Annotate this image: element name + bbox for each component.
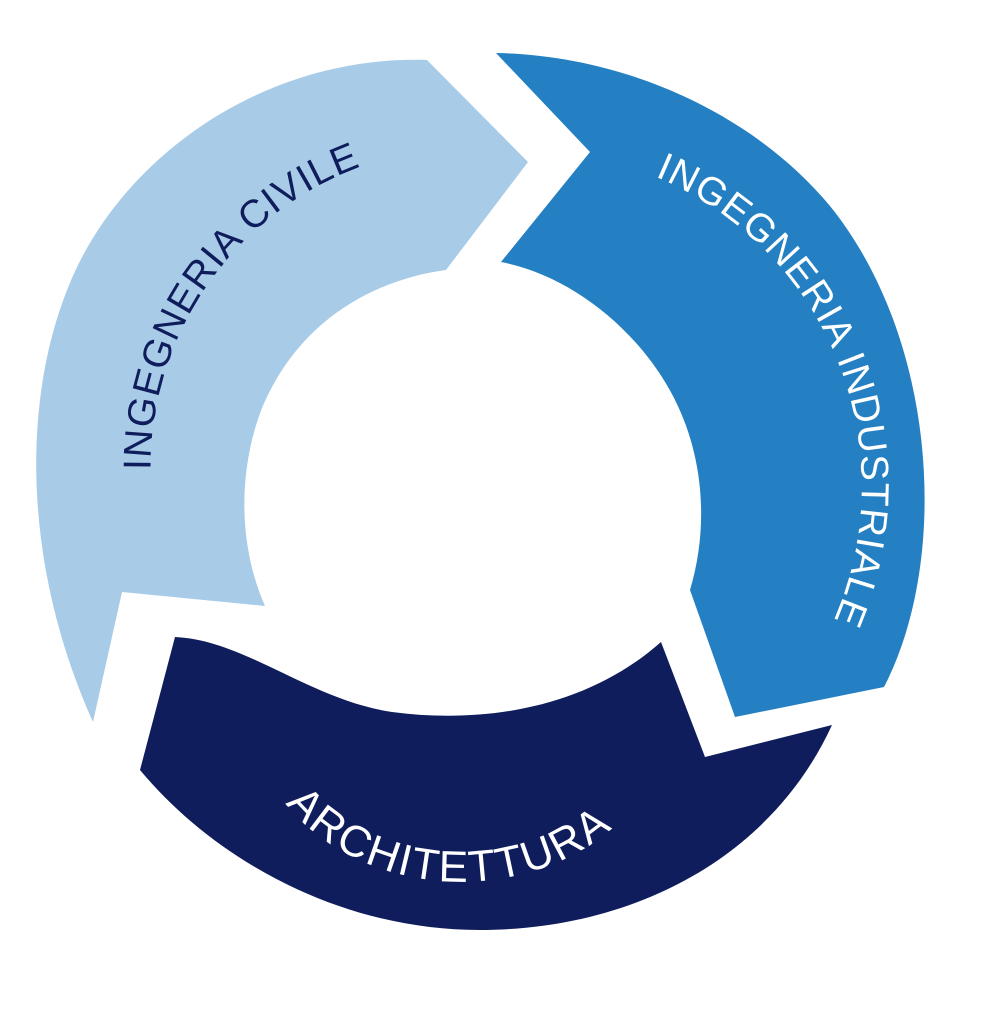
segment-industriale-arrow (496, 53, 925, 717)
segment-architettura-arrow (140, 637, 832, 930)
segment-civile-arrow (36, 59, 529, 722)
